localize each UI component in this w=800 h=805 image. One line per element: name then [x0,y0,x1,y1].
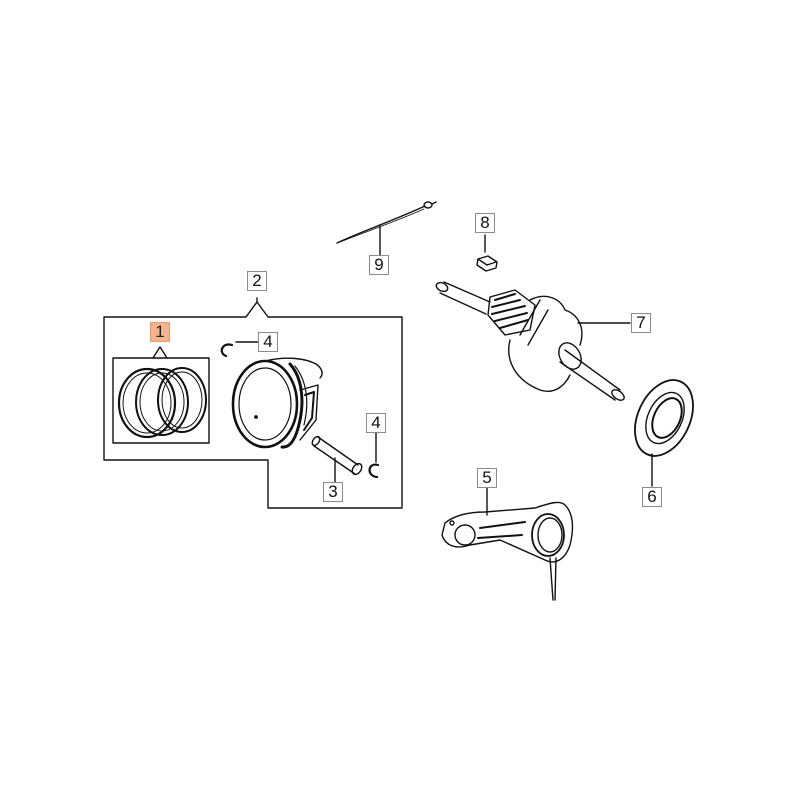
callout-6-bearing[interactable]: 6 [642,487,662,507]
callout-label: 5 [482,468,492,487]
piston-pin-clip-top [220,341,259,358]
callout-label: 2 [252,271,262,290]
piston-assembly-bracket [103,297,403,509]
callout-label: 8 [480,213,490,232]
connecting-rod-drawing [441,487,574,601]
bearing-drawing [634,379,694,487]
callout-label: 4 [263,332,273,351]
callout-4-clip-top[interactable]: 4 [258,332,278,352]
callout-1-piston-rings[interactable]: 1 [150,322,170,342]
callout-label: 4 [371,413,381,432]
callout-label: 1 [155,322,165,341]
callout-8-key[interactable]: 8 [475,213,495,233]
crankshaft-drawing [435,281,631,401]
piston-rings-box [112,346,210,444]
callout-9-dipstick-wire[interactable]: 9 [369,255,389,275]
callout-5-connecting-rod[interactable]: 5 [477,468,497,488]
dipstick-wire-drawing [336,201,437,256]
callout-7-crankshaft[interactable]: 7 [631,313,651,333]
piston-pin-drawing [311,435,363,483]
piston-rings-drawing [117,367,207,439]
key-drawing [476,234,498,272]
piston-drawing [231,357,323,449]
callout-label: 9 [374,255,384,274]
callout-2-piston-assembly[interactable]: 2 [247,271,267,291]
callout-3-piston-pin[interactable]: 3 [323,482,343,502]
callout-label: 6 [647,487,657,506]
callout-label: 3 [328,482,338,501]
callout-4-clip-bottom[interactable]: 4 [366,413,386,433]
piston-pin-clip-bottom [368,431,380,479]
callout-label: 7 [636,313,646,332]
